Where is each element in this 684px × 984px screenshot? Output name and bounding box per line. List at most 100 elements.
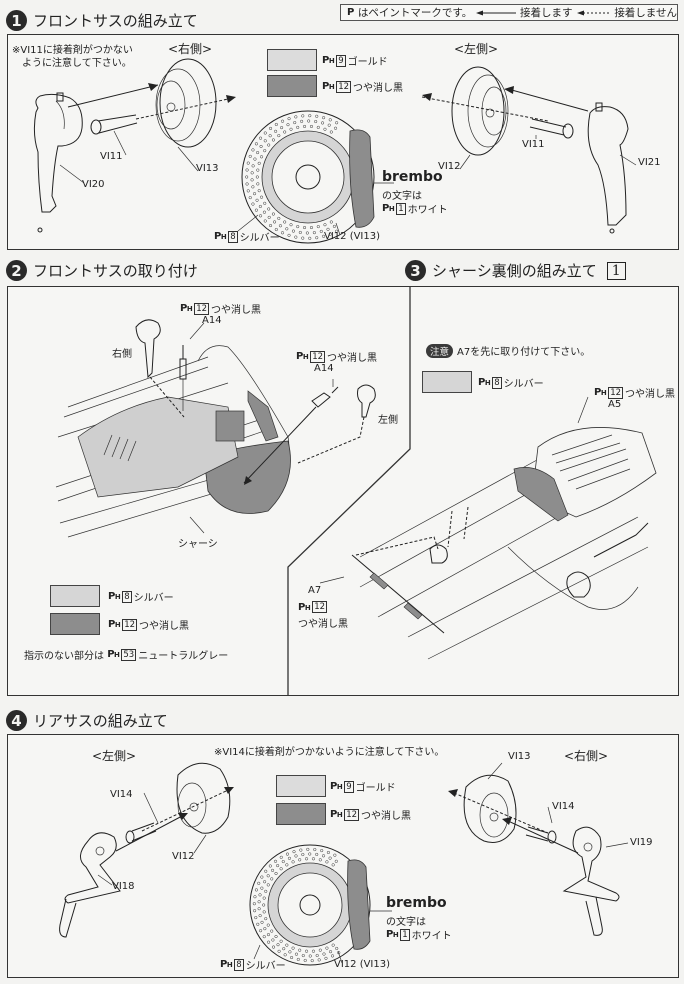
disc-hole xyxy=(328,856,332,860)
disc-hole xyxy=(334,859,338,863)
dashed-arrow-icon xyxy=(576,10,611,15)
disc-hole xyxy=(278,224,283,228)
step-title-text: フロントサスの取り付け xyxy=(33,262,198,280)
disc-hole xyxy=(253,909,257,913)
swatch-matte-black xyxy=(50,613,100,635)
disc-hole xyxy=(271,138,275,142)
disc-hole xyxy=(262,910,266,914)
step-2-left-label: 左側 xyxy=(378,415,398,426)
disc-hole xyxy=(259,144,263,149)
disc-hole xyxy=(263,131,267,135)
step-number: 4 xyxy=(6,710,27,731)
swatch-silver-step3 xyxy=(422,371,472,393)
disc-hole xyxy=(286,123,290,127)
step-4-note: ※VI14に接着剤がつかないように注意して下さい。 xyxy=(214,747,445,758)
disc-hole xyxy=(331,863,335,867)
disc-hole xyxy=(283,130,287,134)
brake-disc-rear xyxy=(249,844,371,966)
step-1-left-side-label: <左側> xyxy=(454,42,499,56)
step-4-left-side-label: <左側> xyxy=(92,749,137,763)
disc-hole xyxy=(254,142,258,146)
legend-glue: 接着します xyxy=(520,7,573,19)
swatch-gold xyxy=(267,49,317,71)
disc-hole xyxy=(277,949,281,953)
disc-hole xyxy=(255,198,259,202)
disc-hole xyxy=(274,934,278,939)
part-label-vi13: VI13 xyxy=(508,751,531,762)
disc-hole xyxy=(268,224,273,228)
disc-hole xyxy=(257,907,261,911)
disc-hole xyxy=(260,886,264,890)
disc-hole xyxy=(316,225,320,229)
disc-hole xyxy=(263,219,267,223)
swatch-matte-black xyxy=(267,75,317,97)
disc-hole xyxy=(252,192,257,196)
disc-hole xyxy=(254,888,258,892)
disc-hole xyxy=(258,204,262,209)
disc-hole xyxy=(257,900,261,904)
disc-hole xyxy=(318,858,322,862)
disc-hole xyxy=(253,895,257,899)
disc-hole xyxy=(252,902,256,906)
disc-hole xyxy=(328,950,333,954)
part-label-a7: A7 xyxy=(308,585,322,596)
step-number: 2 xyxy=(6,260,27,281)
disc-hole xyxy=(329,130,333,134)
part-label-vi20: VI20 xyxy=(82,179,105,190)
disc-hole xyxy=(262,896,266,900)
step-2-right-label: 右側 xyxy=(112,349,132,360)
step-1-title: 1 フロントサスの組み立て xyxy=(6,10,198,31)
disc-hole xyxy=(289,127,293,131)
disc-hole xyxy=(279,855,283,859)
disc-hole xyxy=(271,938,275,942)
disc-hole xyxy=(319,229,323,233)
disc-hole xyxy=(325,946,329,950)
disc-hole xyxy=(332,224,336,228)
disc-hole xyxy=(320,849,324,853)
disc-hole xyxy=(306,847,310,851)
paint-glue-legend: P はペイントマークです。 接着します 接着しません xyxy=(340,4,678,21)
disc-hole xyxy=(274,227,278,232)
caution-tag: 注意 xyxy=(426,343,454,358)
disc-hole xyxy=(246,161,250,165)
disc-hole xyxy=(253,157,257,161)
disc-hole xyxy=(305,231,309,235)
disc-hole xyxy=(287,856,292,860)
disc-hole xyxy=(315,953,319,958)
disc-hole xyxy=(263,149,267,153)
disc-hole xyxy=(294,115,298,119)
bracket-vi18 xyxy=(59,832,121,938)
disc-hole xyxy=(258,893,262,897)
disc-hole xyxy=(300,119,304,123)
disc-hole xyxy=(285,943,289,947)
chassis-underside xyxy=(319,396,657,660)
rear-suspension-illustration xyxy=(59,762,629,966)
disc-hole xyxy=(301,954,305,958)
disc-hole xyxy=(304,949,309,953)
disc-hole xyxy=(256,151,260,155)
disc-hole xyxy=(263,927,267,931)
brembo-logo-text: brembo xyxy=(386,895,447,911)
disc-hole xyxy=(285,863,289,867)
disc-hole xyxy=(267,940,271,944)
disc-hole xyxy=(245,168,249,172)
disc-hole xyxy=(245,182,249,186)
part-label-vi18: VI18 xyxy=(112,881,135,892)
disc-hole xyxy=(308,954,312,958)
disc-hole xyxy=(335,121,339,125)
disc-hole xyxy=(262,210,266,214)
disc-hole xyxy=(264,889,268,893)
disc-hole xyxy=(308,236,312,240)
disc-hole xyxy=(259,155,264,159)
disc-hole xyxy=(287,233,291,237)
disc-hole xyxy=(328,232,332,236)
disc-hole xyxy=(257,161,261,165)
disc-hole xyxy=(330,954,335,958)
part-label-caliper: VI12 (VI13) xyxy=(324,231,381,242)
paint-mark-icon: P xyxy=(347,7,354,18)
rotor-hub-vi12 xyxy=(451,66,509,156)
disc-hole xyxy=(258,214,263,218)
